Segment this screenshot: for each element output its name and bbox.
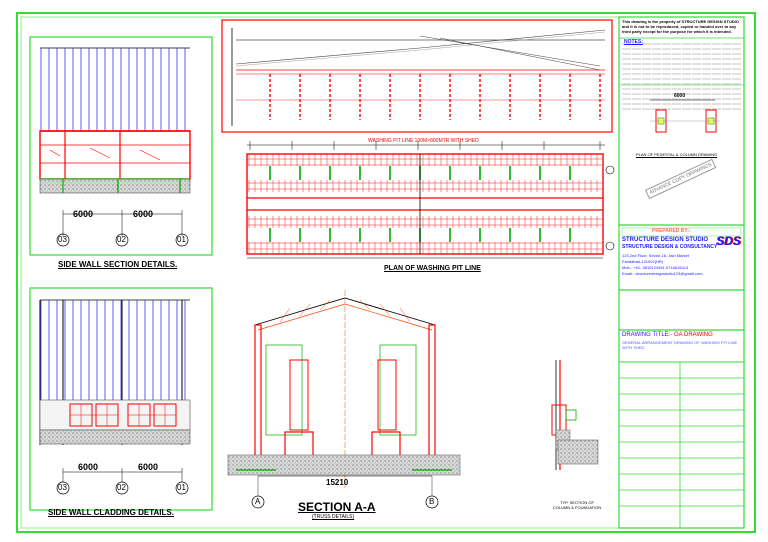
dim-left-top-1: 6000: [73, 209, 94, 219]
grid-label-a: A: [255, 497, 261, 506]
grid-label-01-bottom: 01: [177, 483, 186, 492]
firm-name: STRUCTURE DESIGN STUDIO: [622, 237, 709, 243]
side-wall-section-caption: SIDE WALL SECTION DETAILS.: [58, 260, 178, 269]
section-a-a: [227, 290, 461, 509]
plan-title: PLAN OF WASHING PIT LINE: [384, 265, 481, 272]
section-title: SECTION A-A: [298, 500, 376, 514]
section-subtitle: (TRUSS DETAILS): [312, 514, 355, 520]
grid-label-03: 03: [58, 235, 67, 244]
grid-label-03-bottom: 03: [58, 483, 67, 492]
dim-left-bottom-2: 6000: [138, 462, 159, 472]
drawing-title-label: DRAWING TITLE:- GA DRAWING: [622, 332, 713, 338]
washing-pit-plan: [246, 141, 615, 259]
grid-label-02-bottom: 02: [117, 483, 126, 492]
plan-heading: WASHING PIT LINE 100M×800MTR WITH SHED: [368, 138, 479, 144]
side-wall-cladding-panel: [29, 287, 213, 511]
drawing-description: GENERAL ARRANGEMENT DRAWING OF WASHING P…: [622, 340, 738, 350]
title-block: [618, 16, 745, 529]
notes-title: NOTES:: [624, 39, 643, 45]
firm-email: Email.- structuredesignstudio123@gmail.c…: [622, 271, 703, 276]
elevation-detail-panel: [221, 19, 613, 133]
pedestal-dimension: 6000: [674, 93, 686, 99]
firm-logo: SDS: [716, 234, 741, 248]
pedestal-caption: PLAN OF PEDESTAL & COLUMN DRAWING: [636, 152, 718, 157]
grid-label-b: B: [429, 497, 435, 506]
drawing-title-value: GA DRAWING: [674, 332, 713, 338]
drawing-title-label-text: DRAWING TITLE:-: [622, 332, 673, 338]
grid-label-01: 01: [177, 235, 186, 244]
dim-left-top-2: 6000: [133, 209, 154, 219]
firm-address: 123,2nd Floor, Sector-16, Jain Market: [622, 253, 689, 258]
dim-left-bottom-1: 6000: [78, 462, 99, 472]
ownership-notice: This drawing is the property of STRUCTUR…: [622, 19, 739, 34]
column-foundation-detail: [551, 360, 599, 470]
side-wall-section-panel: [29, 36, 213, 256]
prepared-by-label: PREPARED BY:-: [652, 228, 691, 234]
grid-label-02: 02: [117, 235, 126, 244]
foundation-caption: TYP. SECTION OF COLUMN & FOUNDATION: [552, 500, 602, 510]
firm-subtitle: STRUCTURE DESIGN & CONSULTANCY: [622, 244, 718, 250]
firm-city: Faridabad-121002(HR): [622, 259, 664, 264]
side-wall-cladding-caption: SIDE WALL CLADDING DETAILS.: [48, 508, 174, 517]
firm-mobile: Mob.- +91- 9810123451,9744615413: [622, 265, 689, 270]
section-dimension: 15210: [326, 478, 349, 487]
